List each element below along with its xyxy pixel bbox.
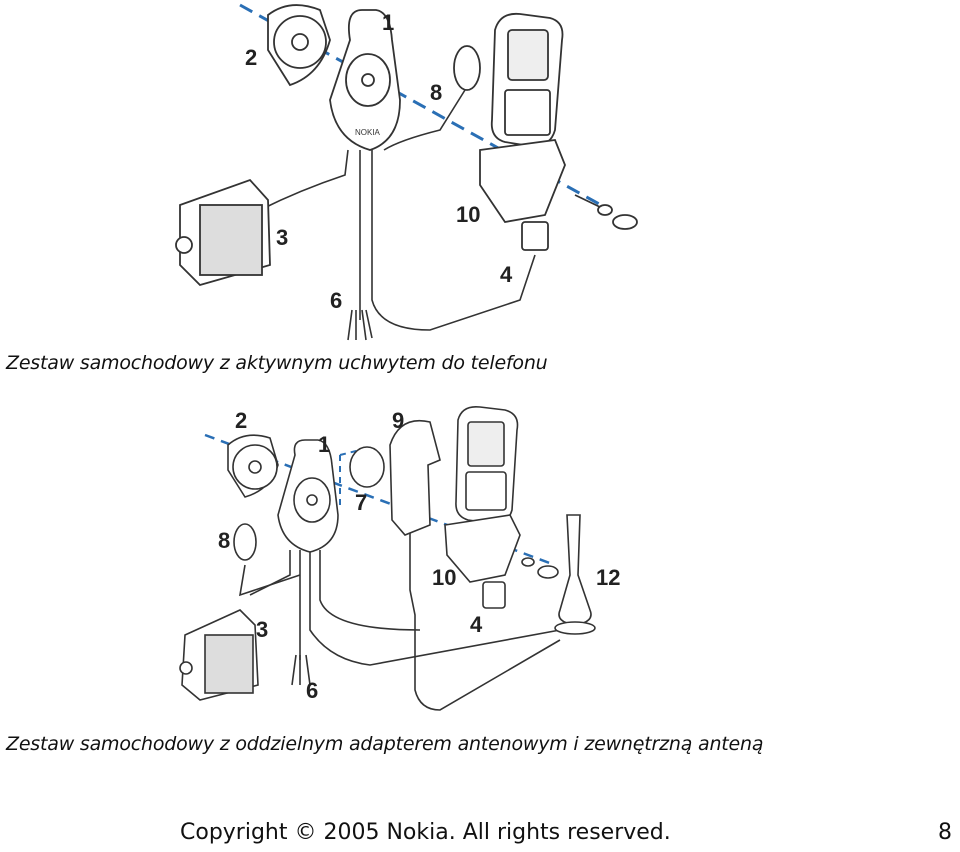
label-8: 8 (218, 528, 230, 553)
label-3: 3 (256, 617, 268, 642)
label-2: 2 (245, 45, 257, 70)
label-10: 10 (432, 565, 456, 590)
cable (371, 150, 536, 331)
label-12: 12 (596, 565, 620, 590)
label-6: 6 (306, 678, 318, 703)
label-2: 2 (235, 408, 247, 433)
loudspeaker-3-icon (179, 609, 259, 701)
cable (238, 564, 301, 597)
screw-icon (521, 557, 559, 579)
cable (309, 550, 561, 666)
label-9: 9 (392, 408, 404, 433)
car-kit-active-holder-diagram: NOKIA 1 2 3 4 6 8 10 (175, 3, 638, 341)
bracket-7-icon (349, 446, 385, 488)
page-number: 8 (938, 820, 952, 845)
label-8: 8 (430, 80, 442, 105)
screw-icon (574, 194, 638, 230)
label-3: 3 (276, 225, 288, 250)
cable (319, 550, 421, 631)
push-button-8-icon (453, 45, 481, 91)
cable (409, 520, 561, 711)
handsfree-unit-1-icon (277, 439, 339, 553)
label-4: 4 (500, 262, 513, 287)
phone-holder-10-icon (479, 139, 566, 251)
antenna-adapter-9-icon (389, 420, 441, 536)
mobile-phone-icon (455, 405, 519, 525)
external-antenna-12-icon (554, 514, 596, 635)
figure1-caption: Zestaw samochodowy z aktywnym uchwytem d… (6, 352, 548, 374)
copyright-notice: Copyright © 2005 Nokia. All rights reser… (180, 820, 671, 845)
label-4: 4 (470, 612, 483, 637)
cable (383, 89, 466, 151)
svg-text:NOKIA: NOKIA (355, 128, 381, 137)
figure2-caption: Zestaw samochodowy z oddzielnym adaptere… (6, 733, 764, 755)
speaker-2-icon (267, 4, 331, 87)
speaker-2-icon (227, 434, 279, 498)
phone-holder-10-icon (444, 514, 521, 609)
loudspeaker-3-icon (175, 178, 271, 287)
mobile-phone-icon (490, 12, 564, 148)
cable (249, 550, 291, 596)
handsfree-unit-1-icon: NOKIA (329, 9, 401, 151)
cable (259, 149, 349, 211)
label-7: 7 (355, 490, 367, 515)
label-10: 10 (456, 202, 480, 227)
car-kit-antenna-adapter-diagram: 2 1 9 7 8 3 6 10 4 12 (179, 405, 620, 711)
label-1: 1 (318, 432, 330, 457)
push-button-8-icon (233, 523, 257, 561)
label-1: 1 (382, 10, 394, 35)
label-6: 6 (330, 288, 342, 313)
